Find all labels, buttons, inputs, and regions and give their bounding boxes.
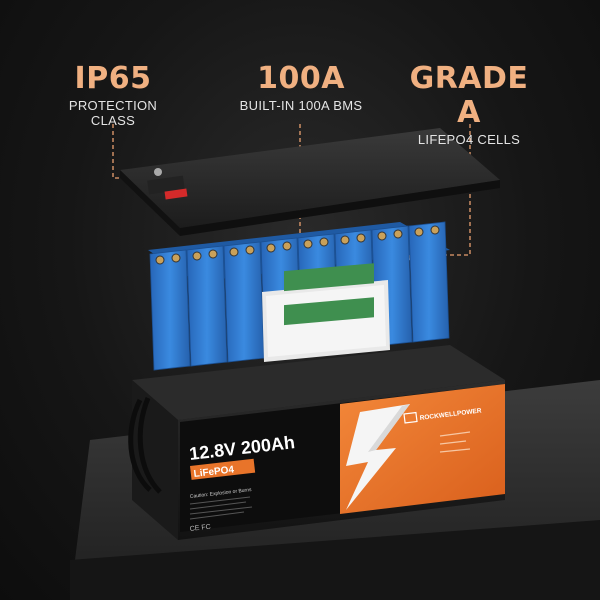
callout-title: GRADE A [409, 61, 529, 130]
cell-terminal [414, 227, 424, 237]
cell-terminal [356, 233, 366, 243]
brand-logo-icon [403, 411, 418, 424]
chemistry-text: LiFePO4 [193, 464, 235, 480]
cell-terminal [266, 243, 276, 253]
callout-title: 100A [257, 61, 345, 96]
lifepo4-cell [408, 221, 450, 343]
front-label [180, 384, 505, 532]
label-small-lines [439, 431, 471, 453]
cell-terminal [377, 231, 387, 241]
bms-board [262, 263, 390, 362]
lifepo4-cell [223, 241, 265, 363]
callout-bms: 100A BUILT-IN 100A BMS [228, 61, 374, 114]
floor-edge [70, 520, 600, 600]
cell-terminal [192, 251, 202, 261]
lightning-bolt-icon [346, 404, 410, 510]
lifepo4-cell-pack [148, 221, 450, 371]
callout-subtitle: PROTECTION CLASS [68, 98, 158, 128]
battery-lid [120, 128, 500, 236]
cell-terminal [340, 235, 350, 245]
callout-title: IP65 [74, 61, 152, 96]
caution-lines [189, 496, 253, 520]
cell-terminal [303, 239, 313, 249]
cell-terminal [208, 249, 218, 259]
cell-terminal [430, 225, 440, 235]
cell-terminal [282, 241, 292, 251]
lifepo4-cell [149, 249, 191, 371]
callout-subtitle: LIFEPO4 CELLS [417, 132, 521, 147]
cell-terminal [229, 247, 239, 257]
callout-ip65: IP65 PROTECTION CLASS [48, 61, 178, 129]
chemistry-badge [189, 458, 256, 480]
cell-terminal [245, 245, 255, 255]
cell-terminal [155, 255, 165, 265]
callout-grade-a: GRADE A LIFEPO4 CELLS [398, 61, 540, 148]
callout-subtitle: BUILT-IN 100A BMS [239, 98, 363, 113]
lifepo4-cell [186, 245, 228, 367]
certifications-text: CE FC [189, 524, 211, 533]
cell-terminal [319, 237, 329, 247]
cell-terminal [393, 229, 403, 239]
cell-terminal [171, 253, 181, 263]
